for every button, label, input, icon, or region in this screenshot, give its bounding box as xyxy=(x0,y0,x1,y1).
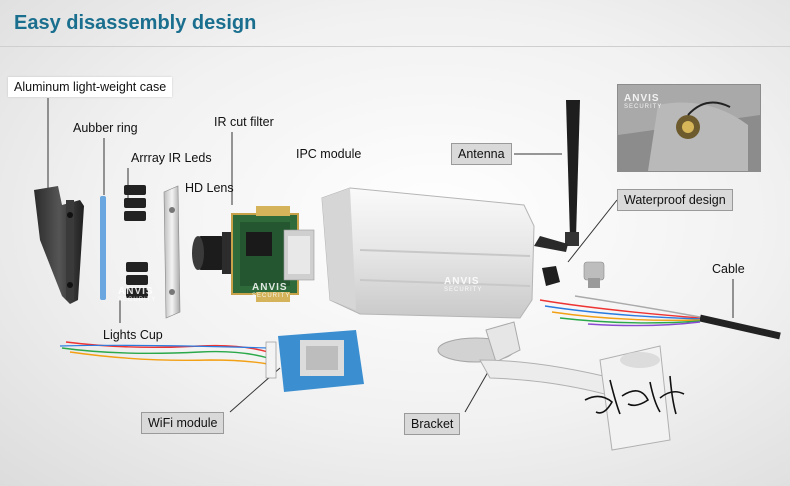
label-wifi-module: WiFi module xyxy=(141,412,225,434)
aluminum-case-part xyxy=(34,186,84,304)
inset-image xyxy=(618,85,760,171)
leader-bracket xyxy=(464,371,489,413)
label-lights-cup: Lights Cup xyxy=(103,328,163,342)
label-ir-cut-filter: IR cut filter xyxy=(214,115,274,129)
rubber-ring-part xyxy=(100,196,106,300)
wifi-module-part xyxy=(59,330,364,392)
cable-part xyxy=(539,295,781,340)
waterproof-gland-part xyxy=(542,261,605,288)
label-hd-lens: HD Lens xyxy=(185,181,234,195)
title-divider xyxy=(0,46,790,47)
label-ipc-module: IPC module xyxy=(296,147,362,161)
camera-body-part xyxy=(321,187,535,319)
page-title: Easy disassembly design xyxy=(14,12,257,34)
ipc-module-part xyxy=(231,206,315,302)
ir-leds-part xyxy=(124,185,148,298)
antenna-part xyxy=(534,100,580,252)
label-ir-leds: Arrray IR Leds xyxy=(131,151,212,165)
label-antenna: Antenna xyxy=(451,143,512,165)
label-waterproof: Waterproof design xyxy=(617,189,733,211)
signature-mark xyxy=(584,375,685,415)
bracket-part xyxy=(437,321,671,451)
label-cable: Cable xyxy=(712,262,745,276)
leader-waterproof xyxy=(567,199,618,263)
label-aluminum-case: Aluminum light-weight case xyxy=(8,77,173,97)
label-bracket: Bracket xyxy=(404,413,461,435)
lights-cup-part xyxy=(163,185,181,319)
label-rubber-ring: Aubber ring xyxy=(73,121,138,135)
